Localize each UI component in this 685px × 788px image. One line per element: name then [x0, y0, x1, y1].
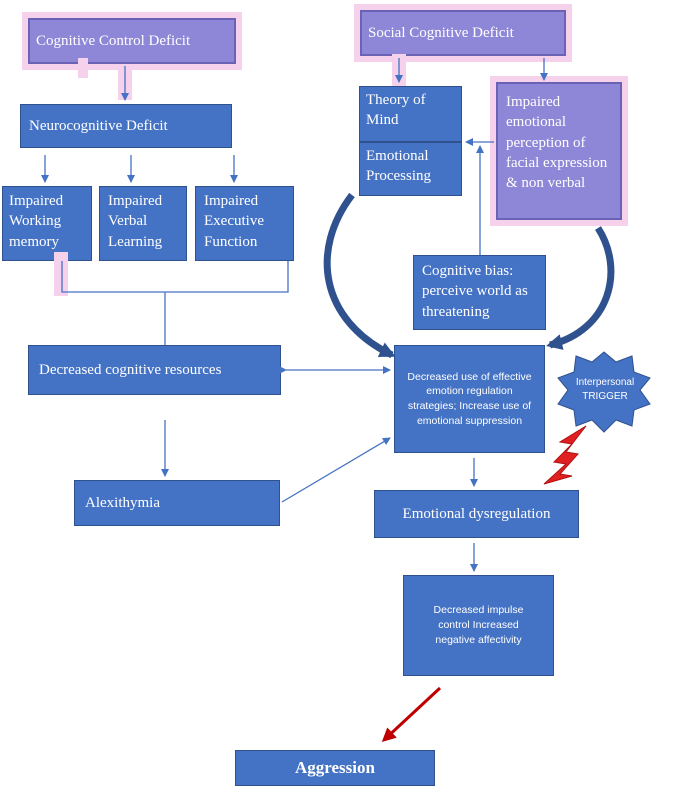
theory-of-mind-label: Theory of Mind	[366, 92, 426, 129]
impaired-verbal-learning-label: Impaired Verbal Learning	[108, 193, 163, 250]
impaired-executive-function-node: Impaired Executive Function	[195, 186, 294, 261]
alexithymia-label: Alexithymia	[85, 494, 160, 511]
impaired-emotional-perception-label: Impaired emotional perception of facial …	[506, 94, 608, 191]
social-cognitive-deficit-node: Social Cognitive Deficit	[354, 4, 572, 62]
aggression-label: Aggression	[295, 757, 375, 777]
impulse-control-node: Decreased impulse control Increased nega…	[403, 575, 554, 676]
cognitive-control-deficit-node: Cognitive Control Deficit	[22, 12, 242, 70]
curved-arrow-perception-regulation	[546, 226, 615, 350]
arrow-impulse-aggression	[381, 686, 442, 743]
interpersonal-trigger-label: Interpersonal TRIGGER	[575, 377, 635, 402]
neurocognitive-deficit-label: Neurocognitive Deficit	[29, 117, 168, 134]
pink-connector-left	[118, 64, 132, 100]
emotional-processing-node: Emotional Processing	[359, 142, 462, 196]
alexithymia-node: Alexithymia	[74, 480, 280, 526]
cognitive-bias-label: Cognitive bias: perceive world as threat…	[422, 263, 528, 320]
cognitive-control-deficit-label: Cognitive Control Deficit	[36, 32, 191, 49]
impaired-emotional-perception-node: Impaired emotional perception of facial …	[490, 76, 628, 226]
impaired-verbal-learning-node: Impaired Verbal Learning	[99, 186, 187, 261]
decreased-cognitive-resources-node: Decreased cognitive resources	[28, 345, 281, 395]
bracket-three-boxes	[61, 261, 289, 293]
impaired-working-memory-node: Impaired Working memory	[2, 186, 92, 261]
aggression-node: Aggression	[235, 750, 435, 786]
decreased-cognitive-resources-label: Decreased cognitive resources	[39, 361, 222, 378]
impulse-control-label: Decreased impulse control Increased nega…	[433, 604, 524, 646]
pink-connector-right	[392, 54, 406, 86]
cognitive-bias-node: Cognitive bias: perceive world as threat…	[413, 255, 546, 330]
theory-of-mind-node: Theory of Mind	[359, 86, 462, 142]
emotional-dysregulation-label: Emotional dysregulation	[402, 505, 551, 522]
emotional-dysregulation-node: Emotional dysregulation	[374, 490, 579, 538]
emotion-regulation-node: Decreased use of effective emotion regul…	[394, 345, 545, 453]
emotional-processing-label: Emotional Processing	[366, 148, 431, 185]
impaired-working-memory-label: Impaired Working memory	[9, 193, 64, 250]
emotion-regulation-label: Decreased use of effective emotion regul…	[407, 370, 532, 427]
neurocognitive-deficit-node: Neurocognitive Deficit	[20, 104, 232, 148]
lightning-bolt-icon	[543, 425, 587, 485]
social-cognitive-deficit-label: Social Cognitive Deficit	[368, 24, 514, 41]
impaired-executive-function-label: Impaired Executive Function	[204, 193, 264, 250]
curved-arrow-tom-regulation	[323, 192, 396, 359]
